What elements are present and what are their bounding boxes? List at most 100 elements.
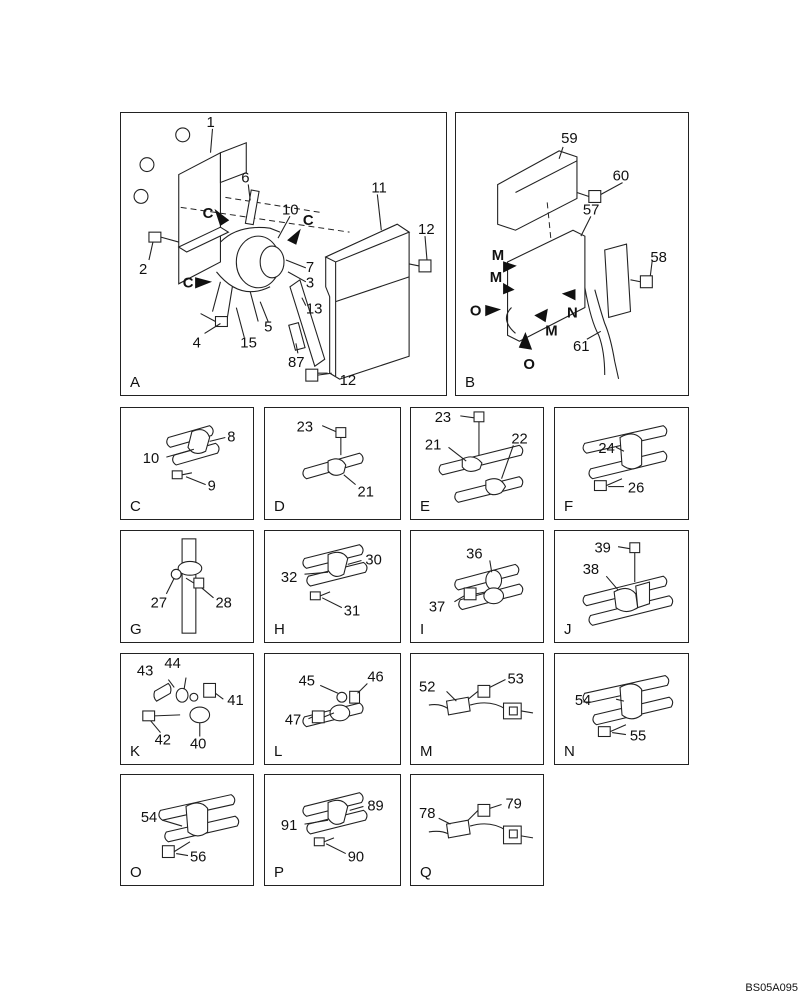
callout-13: 13 <box>306 302 323 318</box>
panel-label-q: Q <box>420 864 432 881</box>
callout-26: 26 <box>628 480 644 496</box>
spacer <box>349 690 361 704</box>
panel-h-drawing: 30 32 31 <box>281 544 382 619</box>
arrow-n <box>561 289 576 301</box>
panel-j: 39 38 J <box>554 530 689 643</box>
bolt-12-top <box>409 259 432 273</box>
panel-c-drawing: 8 10 9 <box>143 425 235 495</box>
panel-label-e: E <box>420 498 431 515</box>
arrow-c-1 <box>214 208 230 226</box>
callout-39: 39 <box>594 541 610 557</box>
callout-12: 12 <box>418 222 435 238</box>
callout-10: 10 <box>143 451 159 467</box>
view-marker-c: C <box>203 206 214 222</box>
panel-h: 30 32 31 H <box>264 530 401 643</box>
bolt-60 <box>576 190 602 203</box>
panel-e: 23 21 22 E <box>410 407 544 520</box>
callout-54: 54 <box>141 810 157 826</box>
callout-9: 9 <box>208 479 216 495</box>
callout-79: 79 <box>505 796 521 812</box>
panel-label-b: B <box>465 374 476 391</box>
clamp <box>613 587 639 613</box>
clamp <box>327 458 347 476</box>
panel-l: 45 46 47 L <box>264 653 401 765</box>
callout-87: 87 <box>288 355 305 371</box>
clamp <box>461 456 483 472</box>
panel-label-k: K <box>130 743 141 760</box>
callout-40: 40 <box>190 736 206 752</box>
arrow-m <box>503 282 515 295</box>
callout-36: 36 <box>466 547 482 563</box>
arrow-m <box>534 308 548 323</box>
callout-23: 23 <box>435 410 451 426</box>
clamp <box>485 478 507 496</box>
view-marker-m: M <box>492 248 504 264</box>
callout-31: 31 <box>344 603 360 619</box>
panel-k: 43 44 41 42 40 K <box>120 653 254 765</box>
clamp <box>619 433 643 470</box>
mounting-strap <box>604 243 632 319</box>
panel-label-o: O <box>130 864 142 881</box>
callout-5: 5 <box>264 319 272 335</box>
callout-23: 23 <box>297 420 313 436</box>
callout-11: 11 <box>371 180 386 196</box>
callout-56: 56 <box>190 849 206 865</box>
bolt-58 <box>630 275 653 289</box>
callout-57: 57 <box>583 202 600 218</box>
panel-f-drawing: 24 26 <box>582 425 668 496</box>
spacer <box>175 127 191 143</box>
callout-1: 1 <box>207 115 215 131</box>
panel-k-drawing: 43 44 41 42 40 <box>137 656 244 753</box>
callout-27: 27 <box>151 596 167 612</box>
callout-61: 61 <box>573 339 590 355</box>
callout-90: 90 <box>348 849 364 865</box>
panel-n: 54 55 N <box>554 653 689 765</box>
callout-55: 55 <box>630 728 646 744</box>
callout-44: 44 <box>164 656 180 672</box>
callout-78: 78 <box>419 806 435 822</box>
callout-8: 8 <box>227 429 235 445</box>
panel-o-drawing: 54 56 <box>141 794 240 865</box>
view-marker-n: N <box>567 305 578 321</box>
callout-59: 59 <box>561 131 578 147</box>
callout-21: 21 <box>358 484 374 500</box>
panel-d-drawing: 23 21 <box>297 420 374 501</box>
panel-j-drawing: 39 38 <box>582 541 674 626</box>
callout-3: 3 <box>306 276 314 292</box>
cable-pipe <box>289 278 326 368</box>
panel-label-h: H <box>274 621 285 638</box>
callout-15: 15 <box>240 335 257 351</box>
callout-43: 43 <box>137 664 153 680</box>
panel-e-drawing: 23 21 22 <box>425 410 528 503</box>
bolt-12-bottom <box>305 368 332 382</box>
arrow-o <box>518 331 533 350</box>
clamp <box>327 799 349 825</box>
callout-53: 53 <box>507 671 523 687</box>
callout-2: 2 <box>139 262 147 278</box>
callout-42: 42 <box>155 732 171 748</box>
panel-label-c: C <box>130 498 141 515</box>
arrow-m <box>503 261 517 273</box>
arrow-c-2 <box>287 228 301 245</box>
panel-a-drawing: 1 6 11 10 C C 12 2 7 C 3 13 5 15 4 87 12 <box>133 115 435 389</box>
arrow-c-3 <box>195 277 213 289</box>
clamp <box>327 551 349 577</box>
panel-g-drawing: 27 28 <box>151 538 232 634</box>
panel-b: 59 60 57 M M 58 O N M O 61 B <box>455 112 689 396</box>
panel-a: 1 6 11 10 C C 12 2 7 C 3 13 5 15 4 87 12… <box>120 112 447 396</box>
panel-c: 8 10 9 C <box>120 407 254 520</box>
panel-q: 78 79 Q <box>410 774 544 886</box>
panel-m-drawing: 52 53 <box>419 671 534 720</box>
callout-10: 10 <box>282 202 299 218</box>
callout-52: 52 <box>419 679 435 695</box>
panel-m: 52 53 M <box>410 653 544 765</box>
callout-28: 28 <box>215 596 231 612</box>
callout-38: 38 <box>583 562 599 578</box>
callout-91: 91 <box>281 818 297 834</box>
callout-60: 60 <box>613 169 630 185</box>
view-marker-m: M <box>545 323 557 339</box>
callout-32: 32 <box>281 570 297 586</box>
panel-label-j: J <box>564 621 572 638</box>
spacer <box>133 188 149 204</box>
panel-f: 24 26 F <box>554 407 689 520</box>
